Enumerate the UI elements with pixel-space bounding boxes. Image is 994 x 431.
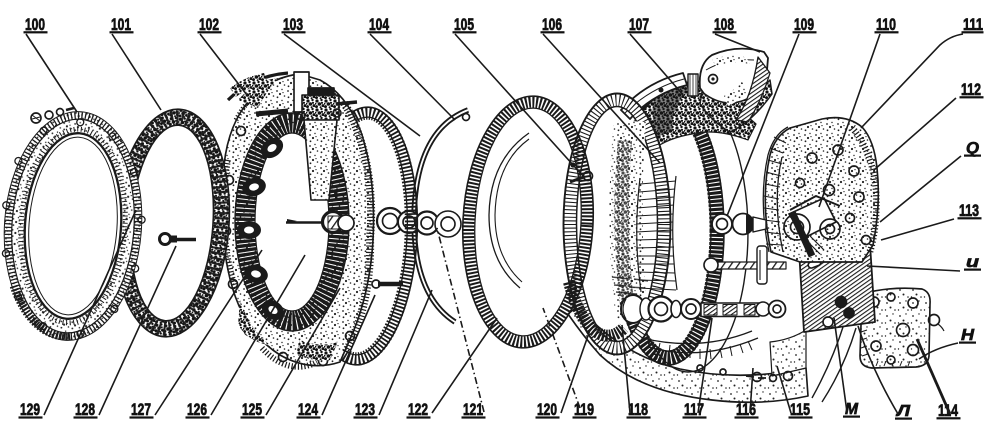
svg-text:128: 128	[75, 400, 95, 419]
svg-text:117: 117	[684, 400, 704, 419]
svg-text:104: 104	[369, 15, 389, 34]
svg-text:127: 127	[131, 400, 151, 419]
svg-text:116: 116	[736, 400, 756, 419]
svg-text:121: 121	[463, 400, 483, 419]
svg-text:101: 101	[111, 15, 131, 34]
svg-text:109: 109	[794, 15, 814, 34]
svg-text:120: 120	[537, 400, 557, 419]
svg-text:106: 106	[542, 15, 562, 34]
svg-text:Н: Н	[961, 327, 974, 344]
svg-text:М: М	[845, 401, 859, 418]
svg-text:125: 125	[242, 400, 262, 419]
svg-text:115: 115	[790, 400, 810, 419]
svg-text:Q: Q	[966, 140, 980, 157]
svg-text:113: 113	[959, 201, 979, 220]
svg-text:108: 108	[714, 15, 734, 34]
svg-text:110: 110	[876, 15, 896, 34]
svg-text:107: 107	[629, 15, 649, 34]
svg-text:129: 129	[20, 400, 40, 419]
svg-text:105: 105	[454, 15, 474, 34]
svg-text:112: 112	[961, 80, 981, 99]
svg-text:и: и	[966, 254, 979, 271]
svg-text:124: 124	[298, 400, 318, 419]
svg-text:119: 119	[574, 400, 594, 419]
svg-text:100: 100	[25, 15, 45, 34]
svg-text:103: 103	[283, 15, 303, 34]
svg-text:Л: Л	[896, 403, 911, 420]
svg-text:118: 118	[628, 400, 648, 419]
svg-text:123: 123	[355, 400, 375, 419]
svg-text:102: 102	[199, 15, 219, 34]
svg-text:122: 122	[408, 400, 428, 419]
svg-text:111: 111	[963, 15, 983, 34]
svg-text:126: 126	[187, 400, 207, 419]
